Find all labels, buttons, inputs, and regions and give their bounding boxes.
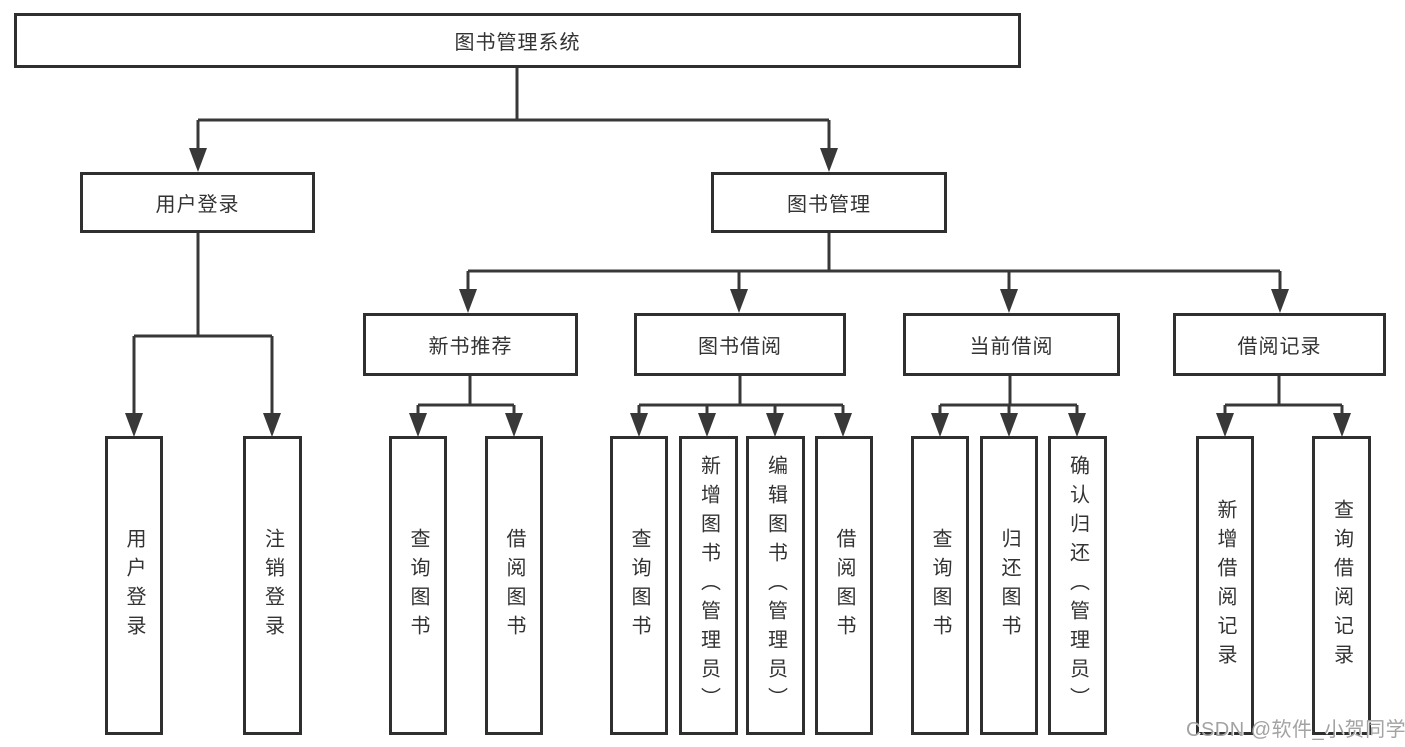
watermark: CSDN @软件_小贺同学 (1186, 719, 1405, 741)
leaf-query-book: 查询图书 (389, 436, 447, 735)
leaf-borrow-book: 借阅图书 (815, 436, 873, 735)
leaf-return-book: 归还图书 (980, 436, 1038, 735)
leaf-query-book: 查询图书 (610, 436, 668, 735)
node-label: 图书管理 (787, 194, 871, 216)
arrow-down-icon (125, 148, 1351, 437)
node-label: 借阅记录 (1237, 336, 1322, 358)
node-label: 用户登录 (155, 194, 240, 216)
node-label: 确认归还（管理员） (1066, 455, 1089, 716)
node-book-management: 图书管理 (711, 172, 947, 233)
node-label: 新增借阅记录 (1214, 498, 1236, 673)
node-label: 查询借阅记录 (1330, 498, 1353, 673)
node-label: 新增图书（管理员） (697, 455, 720, 716)
node-book-borrowing: 图书借阅 (634, 313, 846, 376)
node-label: 用户登录 (123, 527, 145, 644)
connector-stroke-path (132, 68, 1344, 415)
node-current-borrowing: 当前借阅 (903, 313, 1120, 376)
leaf-logout: 注销登录 (243, 436, 302, 735)
node-borrowing-records: 借阅记录 (1173, 313, 1386, 376)
leaf-add-borrow-record: 新增借阅记录 (1196, 436, 1254, 735)
leaf-add-book-admin: 新增图书（管理员） (679, 436, 738, 735)
node-label: 图书管理系统 (454, 32, 581, 54)
node-label: 当前借阅 (969, 336, 1054, 358)
node-label: 新书推荐 (428, 336, 513, 358)
leaf-query-book: 查询图书 (911, 436, 969, 735)
leaf-query-borrow-record: 查询借阅记录 (1312, 436, 1371, 735)
node-label: 编辑图书（管理员） (764, 455, 787, 716)
leaf-confirm-return-admin: 确认归还（管理员） (1048, 436, 1107, 735)
leaf-user-login: 用户登录 (105, 436, 163, 735)
node-label: 借阅图书 (503, 527, 525, 644)
leaf-edit-book-admin: 编辑图书（管理员） (746, 436, 805, 735)
node-label: 图书借阅 (698, 336, 782, 358)
node-label: 查询图书 (628, 527, 650, 644)
node-label: 查询图书 (929, 527, 951, 644)
node-label: 查询图书 (407, 527, 429, 644)
node-user-login: 用户登录 (80, 172, 315, 233)
node-label: 借阅图书 (833, 527, 855, 644)
node-label: 归还图书 (998, 527, 1020, 644)
node-label: 注销登录 (261, 527, 284, 644)
leaf-borrow-book: 借阅图书 (485, 436, 543, 735)
node-root: 图书管理系统 (14, 13, 1021, 68)
node-new-book-recommendation: 新书推荐 (363, 313, 578, 376)
